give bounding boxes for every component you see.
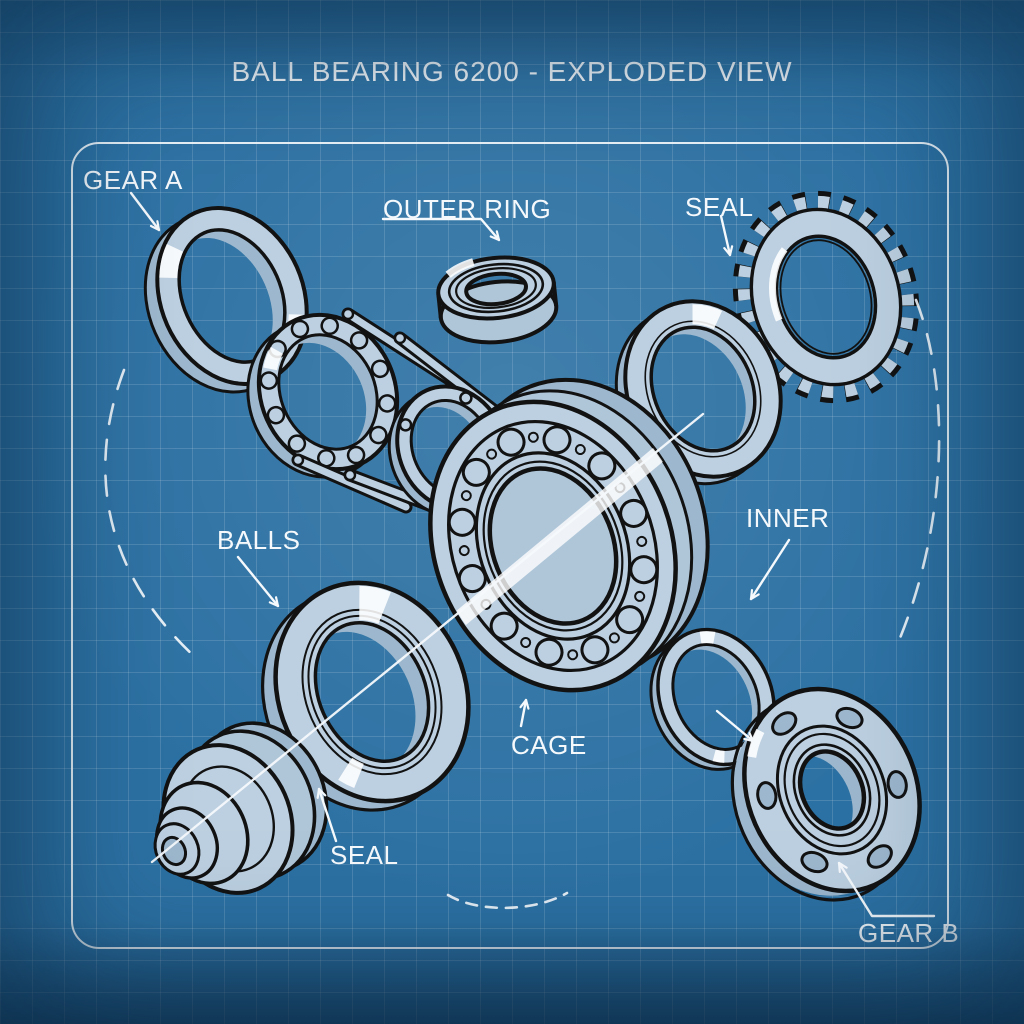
page-title: BALL BEARING 6200 - EXPLODED VIEW bbox=[231, 56, 793, 87]
label-inner: INNER bbox=[746, 503, 830, 533]
leader-gear-a bbox=[129, 191, 161, 232]
label-cage: CAGE bbox=[511, 730, 587, 760]
label-balls: BALLS bbox=[217, 525, 301, 555]
dashed-arc-bottom bbox=[446, 891, 569, 910]
label-seal-top: SEAL bbox=[685, 192, 754, 222]
label-outer-ring: OUTER RING bbox=[383, 194, 552, 224]
gear-b-part bbox=[730, 686, 922, 902]
outer-ring-part bbox=[434, 253, 559, 345]
label-gear-b: GEAR B bbox=[858, 918, 960, 948]
leader-cage bbox=[519, 698, 530, 728]
leader-inner bbox=[749, 538, 791, 601]
axis-arrow-inner-to-gearb bbox=[715, 709, 755, 743]
leader-balls bbox=[236, 555, 280, 608]
dashed-arc-left bbox=[104, 368, 198, 660]
label-seal-bottom: SEAL bbox=[330, 840, 399, 870]
label-gear-a: GEAR A bbox=[83, 165, 183, 195]
